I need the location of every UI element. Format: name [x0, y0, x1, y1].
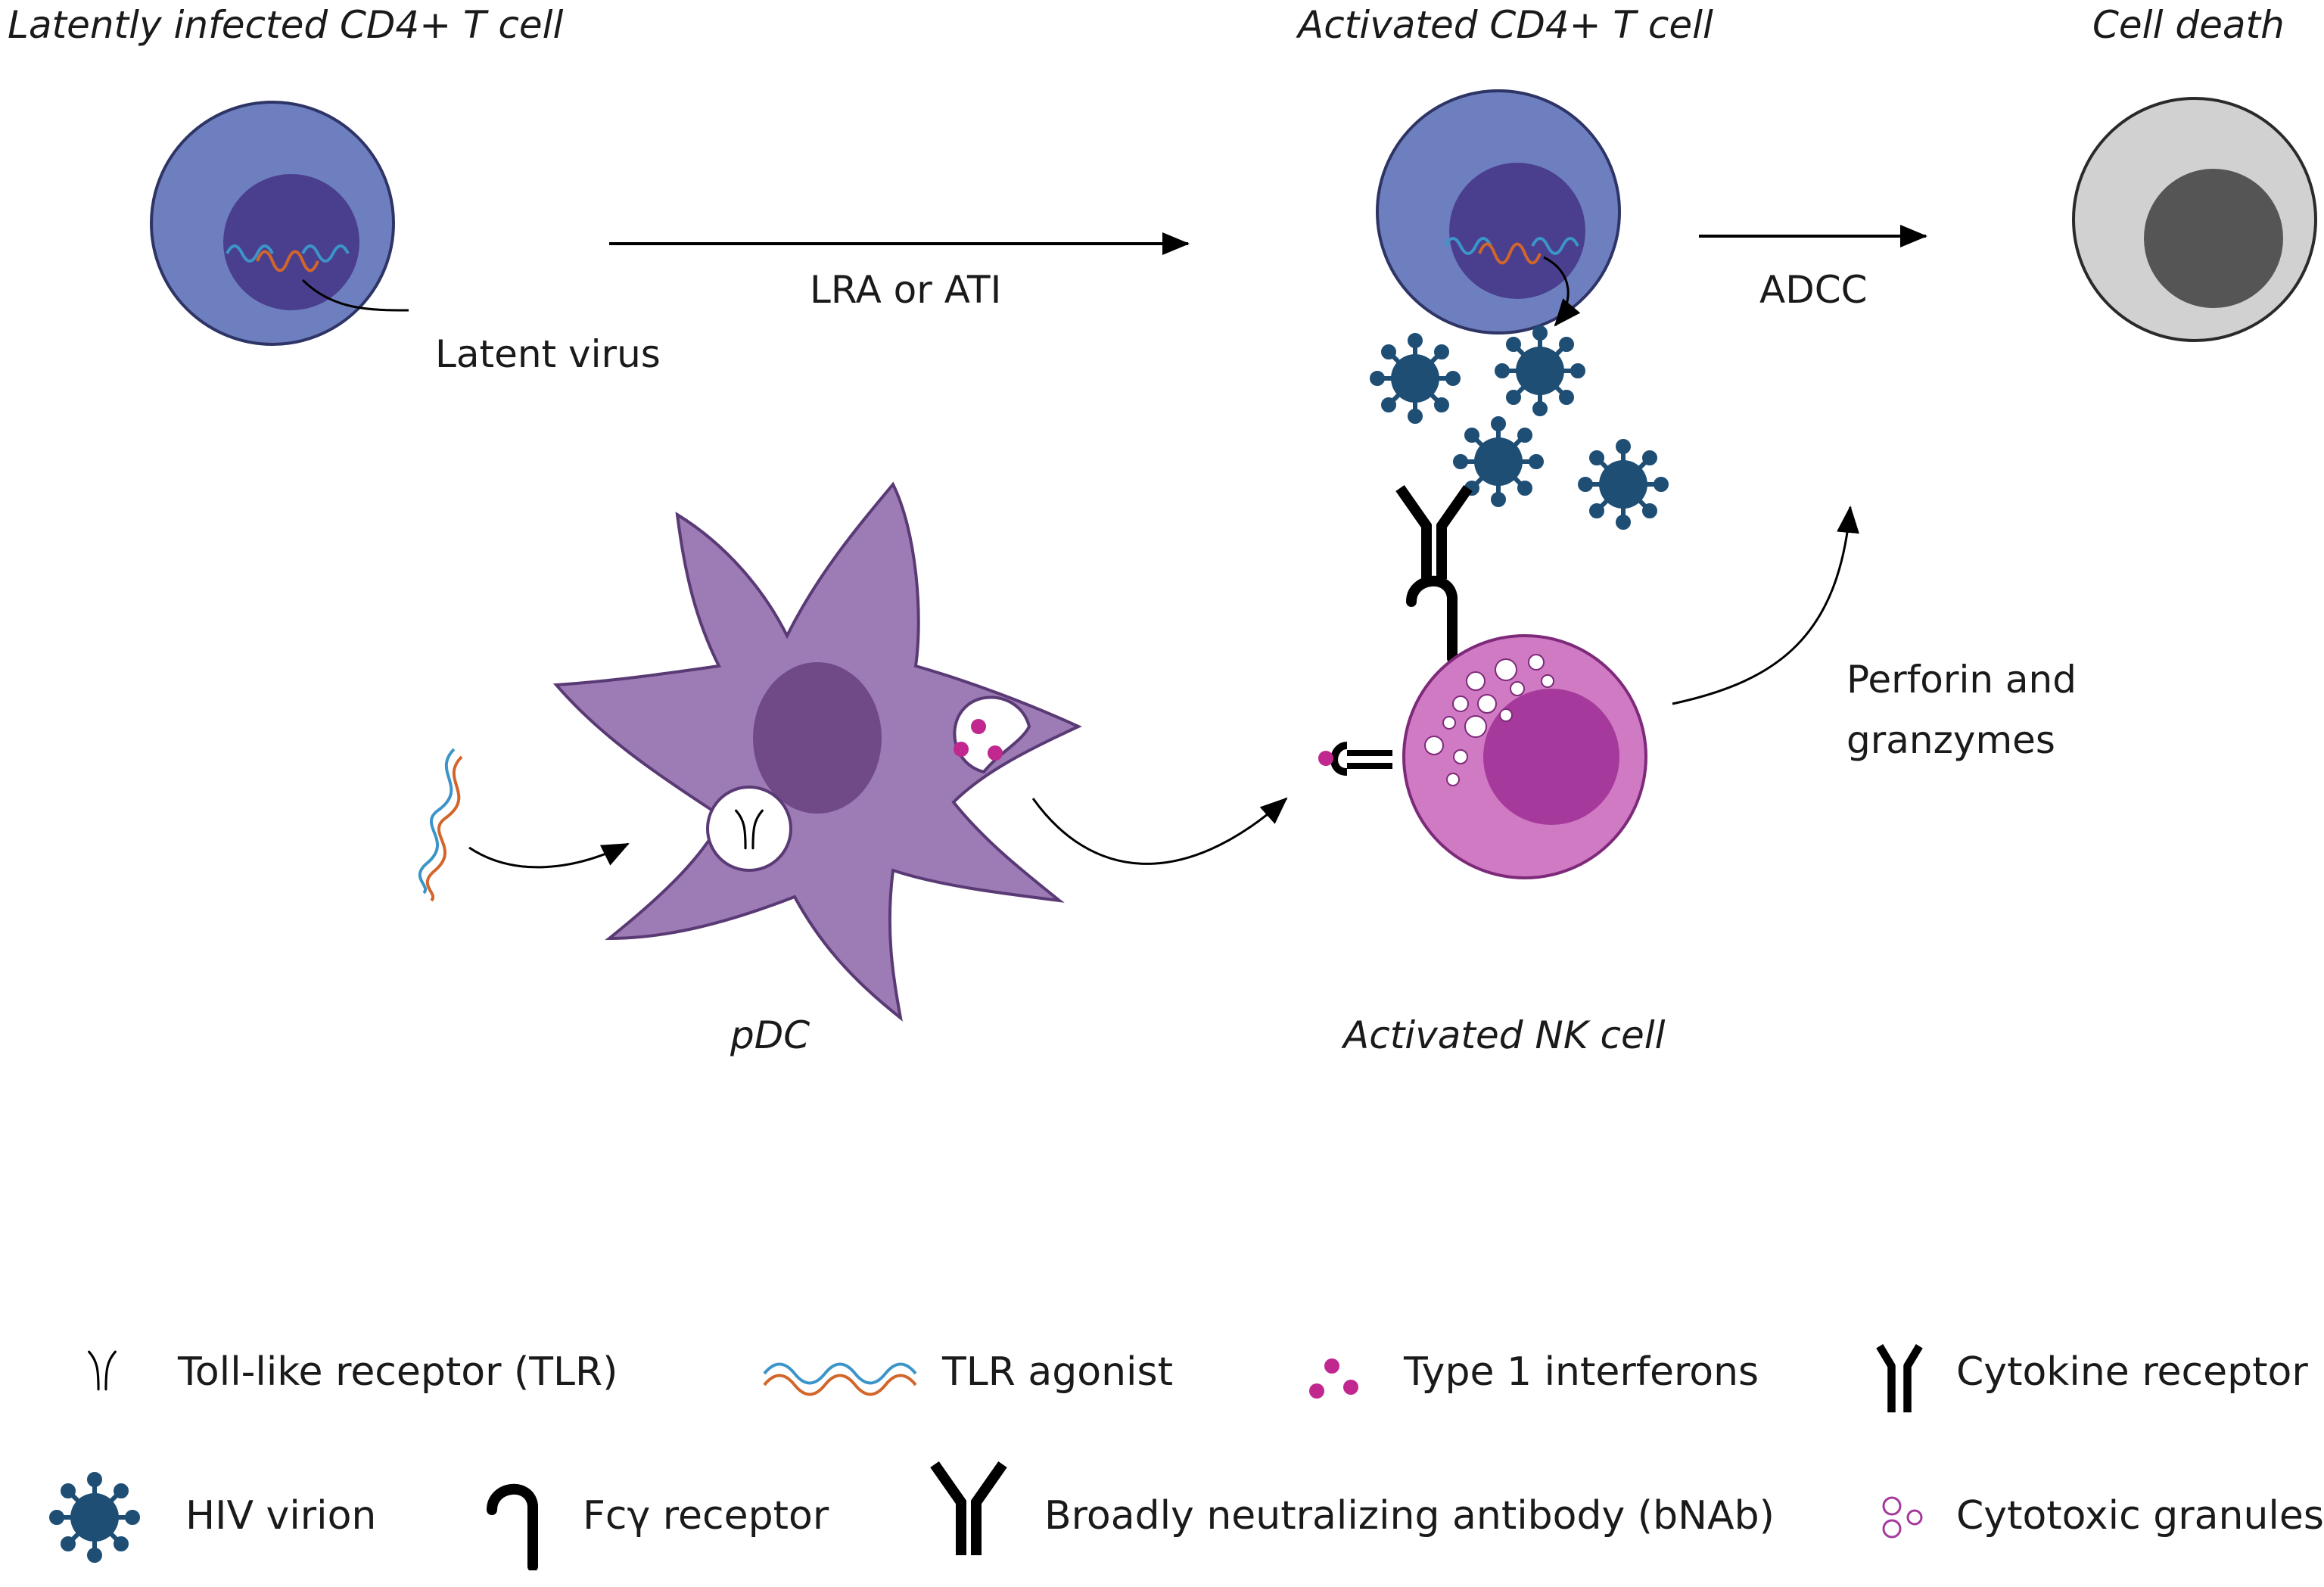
- dead-cell: [2072, 97, 2317, 342]
- legend-tlr-agonist-label: TLR agonist: [941, 1349, 1173, 1395]
- legend-interferon-icon: [1309, 1358, 1358, 1399]
- latent-cell-title: Latently infected CD4+ T cell: [8, 3, 564, 47]
- hiv-virion-icon: [1372, 335, 1458, 422]
- legend-granules-icon: [1882, 1496, 1923, 1539]
- legend-fc-receptor-icon: [492, 1489, 533, 1567]
- tlr-agonist-rna: [418, 748, 463, 902]
- lra-ati-label: LRA or ATI: [810, 268, 1001, 312]
- legend-interferon-label: Type 1 interferons: [1403, 1349, 1759, 1395]
- legend-cytokine-receptor-icon: [1880, 1346, 1920, 1413]
- adcc-label: ADCC: [1759, 268, 1868, 312]
- hiv-virion-icon: [1497, 328, 1583, 414]
- legend-tlr-icon: [88, 1350, 117, 1391]
- legend-tlr-label: Toll-like receptor (TLR): [177, 1349, 618, 1395]
- legend-fc-receptor-label: Fcγ receptor: [583, 1493, 829, 1539]
- pdc-cell: [552, 481, 1082, 1022]
- legend-hiv-virion-icon: [51, 1474, 138, 1561]
- activated-cell-title: Activated CD4+ T cell: [1296, 3, 1713, 47]
- hiv-virion-icon: [1580, 441, 1666, 527]
- nk-cell-label: Activated NK cell: [1341, 1013, 1666, 1057]
- legend-granules-label: Cytotoxic granules: [1956, 1493, 2324, 1539]
- legend-bnab-label: Broadly neutralizing antibody (bNAb): [1044, 1493, 1775, 1539]
- bnab-icon: [1400, 488, 1468, 579]
- agonist-arrow: [468, 842, 630, 869]
- perforin-label-line2: granzymes: [1846, 718, 2055, 762]
- nk-cell: [1402, 634, 1647, 879]
- legend-bnab-icon: [935, 1464, 1003, 1555]
- legend-tlr-agonist-icon: [763, 1362, 917, 1396]
- legend: Toll-like receptor (TLR) TLR agonist Typ…: [51, 1346, 2324, 1567]
- latent-virus-pointer: [301, 279, 409, 312]
- fc-receptor-icon: [1411, 581, 1452, 658]
- legend-hiv-virion-label: HIV virion: [185, 1493, 376, 1539]
- cell-death-title: Cell death: [2092, 3, 2285, 47]
- latent-tcell: [150, 101, 395, 346]
- virus-release-arrow: [1543, 256, 1581, 327]
- interferon-arrow: [1031, 797, 1288, 865]
- activated-tcell: [1376, 89, 1621, 335]
- pdc-label: pDC: [730, 1013, 810, 1057]
- perforin-arrow: [1672, 506, 1859, 705]
- latent-virus-label: Latent virus: [435, 332, 661, 376]
- nk-cytokine-receptor: [1318, 742, 1392, 776]
- legend-cytokine-receptor-label: Cytokine receptor: [1956, 1349, 2308, 1395]
- perforin-label-line1: Perforin and: [1846, 658, 2077, 702]
